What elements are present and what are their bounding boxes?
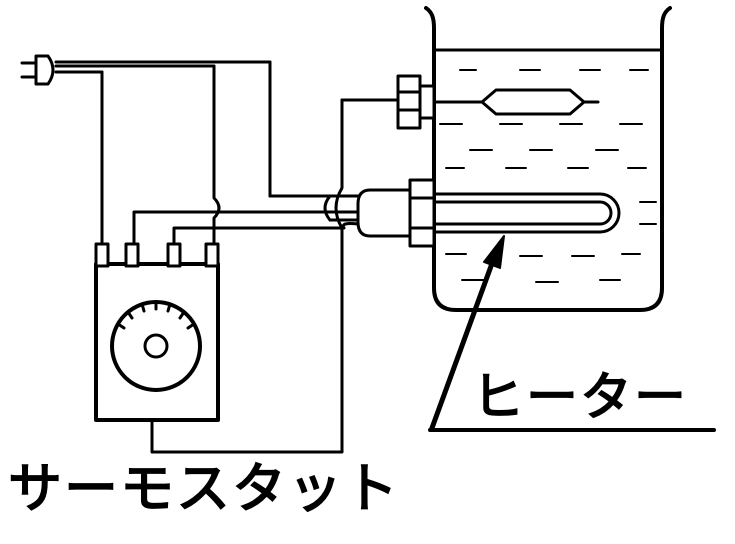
water [434, 48, 662, 283]
thermostat-label: サーモスタット [8, 457, 400, 520]
power-plug [20, 54, 55, 86]
thermostat-unit [94, 242, 220, 422]
temperature-sensor [396, 74, 600, 130]
thermostat-terminals [94, 242, 220, 268]
heater-element [356, 178, 621, 248]
thermostat-dial [110, 300, 202, 392]
beaker [424, 6, 672, 312]
heater-label: ヒーター [472, 368, 689, 428]
wiring [54, 60, 400, 454]
heater-pointer-arrow [428, 235, 716, 432]
